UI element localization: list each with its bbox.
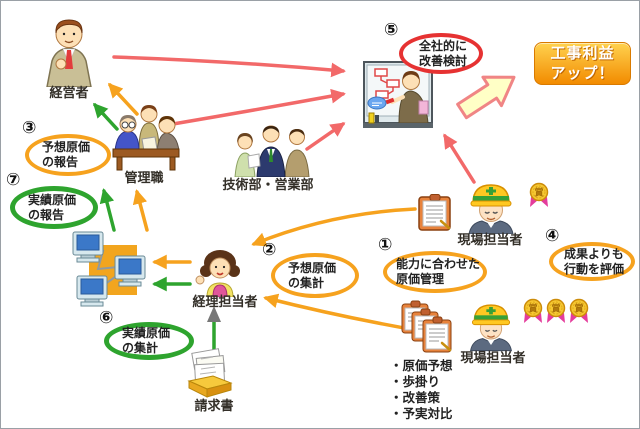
clipboard-icon — [418, 194, 451, 231]
checklist-item: ・歩掛り — [390, 375, 441, 389]
arrow-techsales-to-review — [305, 122, 346, 151]
clipboards-icon — [401, 300, 452, 353]
step4-number: ④ — [545, 226, 560, 245]
arrow-computers-to-managers-orange — [132, 189, 149, 232]
step2-number: ② — [262, 240, 277, 259]
medal-char: 賞 — [534, 187, 543, 198]
goal-banner: 工事利益 アップ！ — [534, 42, 631, 85]
medal-icon: 賞 — [569, 298, 589, 323]
oval-text: 実績原価 — [28, 192, 77, 207]
medal-icon: 賞 — [546, 298, 566, 323]
big-result-arrow — [456, 75, 516, 120]
checklist-item: ・改善策 — [390, 391, 441, 405]
medal-icon: 賞 — [529, 182, 549, 207]
oval-text: 予想原価 — [42, 140, 91, 154]
arrow-managers-to-executive-orange — [107, 82, 139, 116]
tech-sales-label: 技術部・営業部 — [222, 177, 314, 192]
oval-text: 実績原価 — [122, 326, 171, 340]
oval-text: の集計 — [122, 341, 159, 355]
oval-text: 原価管理 — [396, 272, 445, 286]
site-worker-top-icon — [468, 184, 514, 234]
arrow-computers-to-managers-green — [99, 188, 116, 232]
step5-number: ⑤ — [384, 20, 399, 39]
accountant-icon — [195, 250, 240, 297]
oval-text: の報告 — [28, 207, 65, 222]
executive-icon — [46, 19, 92, 87]
oval-text: 予想原価 — [288, 260, 337, 275]
step1-number: ① — [378, 235, 393, 254]
executive-label: 経営者 — [49, 85, 89, 100]
managers-label: 管理職 — [124, 170, 164, 185]
whiteboard-review-icon — [363, 61, 433, 128]
medal-icon: 賞 — [523, 298, 543, 323]
step3-forecast-cost-report-oval: 予想原価 の報告 — [25, 134, 111, 176]
medal-char: 賞 — [528, 303, 537, 314]
step6-number: ⑥ — [99, 308, 114, 327]
tech-sales-icon — [234, 125, 310, 177]
oval-text: 改善検討 — [419, 53, 468, 68]
managers-icon — [112, 105, 180, 171]
step7-number: ⑦ — [6, 170, 21, 189]
oval-text: の報告 — [42, 155, 79, 169]
medal-char: 賞 — [551, 303, 560, 314]
step5-companywide-improvement-oval: 全社的に 改善検討 — [399, 33, 483, 74]
site-worker-bottom-label: 現場担当者 — [460, 350, 526, 365]
worker-report-checklist: ・原価予想 ・歩掛り ・改善策 ・予実対比 — [390, 358, 453, 422]
medal-char: 賞 — [574, 303, 583, 314]
oval-text: 行動を評価 — [564, 261, 625, 276]
step4-evaluate-actions-oval: 成果よりも 行動を評価 — [549, 242, 635, 281]
step3-number: ③ — [22, 118, 37, 137]
accountant-label: 経理担当者 — [192, 294, 258, 309]
arrow-executive-to-review — [112, 55, 346, 78]
goal-line1: 工事利益 — [550, 45, 615, 62]
step7-actual-cost-report-oval: 実績原価 の報告 — [10, 186, 98, 229]
site-worker-bottom-icon — [470, 304, 512, 352]
arrow-invoice-to-accountant-head — [207, 306, 221, 322]
arrow-worker-report-to-accountant-top — [251, 207, 417, 247]
site-worker-top-label: 現場担当者 — [457, 232, 523, 247]
invoice-label: 請求書 — [194, 398, 234, 413]
checklist-item: ・予実対比 — [390, 407, 453, 421]
invoice-icon — [187, 348, 233, 398]
computers-icon — [72, 231, 146, 307]
oval-text: 能力に合わせた — [396, 257, 481, 271]
oval-text: 成果よりも — [564, 246, 624, 261]
arrow-worker-to-review — [443, 133, 476, 184]
arrow-managers-to-review — [171, 88, 346, 126]
arrow-worker-report-to-accountant-bottom — [263, 293, 423, 333]
step2-forecast-cost-total-oval: 予想原価 の集計 — [271, 253, 359, 298]
goal-line2: アップ！ — [550, 64, 615, 82]
checklist-item: ・原価予想 — [390, 359, 453, 373]
oval-text: 全社的に — [419, 38, 468, 53]
oval-text: の集計 — [288, 275, 325, 290]
arrow-managers-to-executive-green — [93, 102, 119, 131]
step6-actual-cost-total-oval: 実績原価 の集計 — [104, 322, 194, 360]
step1-capability-cost-management-oval: 能力に合わせた 原価管理 — [383, 251, 487, 293]
